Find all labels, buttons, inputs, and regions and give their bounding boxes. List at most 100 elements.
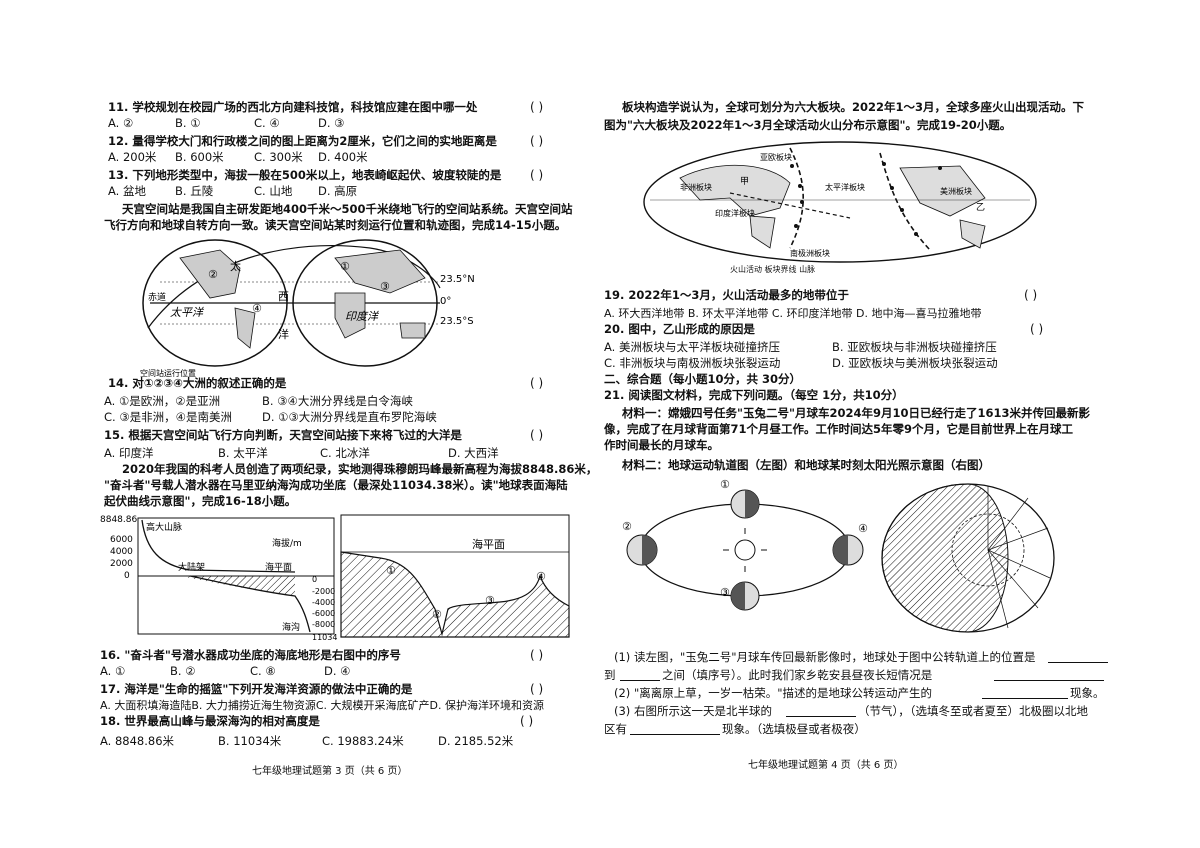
globe-marker-4: ④ (252, 302, 262, 315)
globe-caption: 空间站运行位置 (140, 368, 196, 378)
curve-tick-d6000: -6000 (312, 609, 335, 618)
right-page: 板块构造学说认为，全球可划分为六大板块。2022年1～3月，全球多座火山出现活动… (600, 0, 1200, 848)
right-page-footer: 七年级地理试题第 4 页（共 6 页） (748, 760, 904, 771)
curve-tick-d4000: -4000 (312, 598, 335, 607)
q12-option-b: B. 600米 (175, 150, 224, 164)
curve-tick-4000: 4000 (110, 547, 133, 557)
q16-option-d: D. ④ (324, 664, 351, 678)
curve-tick-d0: 0 (312, 575, 317, 584)
answer-paren-13[interactable]: ( ) (530, 168, 544, 182)
blank-3a[interactable] (786, 716, 856, 717)
plate-label-america: 美洲板块 (940, 186, 972, 196)
question-14: 14. 对①②③④大洲的叙述正确的是 (108, 376, 287, 390)
q18-option-c: C. 19883.24米 (322, 734, 404, 748)
globe-lat-0: 0° (440, 296, 451, 307)
q20-option-d: D. 亚欧板块与美洲板块张裂运动 (832, 356, 998, 370)
answer-paren-14[interactable]: ( ) (530, 376, 544, 390)
sub-question-2-end: 现象。 (1070, 686, 1105, 700)
space-station-globe-map: 太 西 洋 太平洋 印度洋 赤道 23.5°N 0° 23.5°S ② ④ ① … (140, 239, 475, 378)
q15-option-a: A. 印度洋 (104, 446, 154, 460)
q11-option-a: A. ② (108, 116, 134, 130)
globe-lat-23s: 23.5°S (440, 316, 474, 327)
blank-3b[interactable] (630, 734, 720, 735)
plate-label-indo: 印度洋板块 (715, 208, 755, 218)
q17-options: A. 大面积填海造陆B. 大力捕捞近海生物资源C. 大规模开采海底矿产D. 保护… (100, 699, 544, 712)
globe-label-tai: 太 (230, 260, 241, 273)
material-1-line2: 像，完成了在月球背面第71个月昼工作。工作时间达5年零9个月，它是目前世界上在月… (604, 422, 1074, 436)
blank-1a[interactable] (1048, 662, 1108, 663)
q11-option-c: C. ④ (254, 116, 280, 130)
answer-paren-15[interactable]: ( ) (530, 428, 544, 442)
plate-label-africa: 非洲板块 (680, 182, 712, 192)
globe-marker-2: ② (208, 268, 218, 281)
sub-question-3-line1: (3) 右图所示这一天是北半球的 (614, 704, 772, 718)
question-17: 17. 海洋是"生命的摇篮"下列开发海洋资源的做法中正确的是 (100, 682, 413, 696)
seafloor-marker-4: ④ (536, 570, 546, 583)
globe-label-yang: 洋 (278, 327, 289, 341)
answer-paren-18[interactable]: ( ) (520, 714, 534, 728)
answer-paren-16[interactable]: ( ) (530, 648, 544, 662)
curve-label-altitude: 海拔/m (272, 537, 302, 549)
q12-option-c: C. 300米 (254, 150, 303, 164)
hypsometric-curve-chart: 8848.86 6000 4000 2000 0 高大山脉 大陆架 海平面 海拔… (100, 515, 337, 642)
answer-paren-17[interactable]: ( ) (530, 682, 544, 696)
intro-19-line2: 图为"六大板块及2022年1～3月全球活动火山分布示意图"。完成19-20小题。 (604, 118, 1012, 132)
question-16: 16. "奋斗者"号潜水器成功坐底的海底地形是右图中的序号 (100, 648, 401, 662)
curve-tick-d2000: -2000 (312, 587, 335, 596)
sub-question-3-line2b: 现象。（选填极昼或者极夜） (722, 722, 866, 736)
plate-label-antarctic: 南极洲板块 (790, 248, 830, 258)
q11-option-b: B. ① (175, 116, 201, 130)
answer-paren-12[interactable]: ( ) (530, 134, 544, 148)
curve-tick-top: 8848.86 (100, 515, 137, 525)
orbit-marker-4: ④ (858, 522, 868, 535)
question-19: 19. 2022年1～3月，火山活动最多的地带位于 (604, 288, 849, 302)
curve-label-shelf: 大陆架 (178, 561, 205, 573)
globe-label-pacific: 太平洋 (170, 306, 205, 319)
sub-question-1-line2a: 到 (604, 668, 616, 682)
blank-1b[interactable] (620, 680, 660, 681)
q13-option-d: D. 高原 (318, 184, 358, 198)
blank-1c[interactable] (994, 680, 1104, 681)
q18-option-d: D. 2185.52米 (438, 734, 514, 748)
curve-tick-6000: 6000 (110, 535, 133, 545)
q15-option-d: D. 大西洋 (448, 446, 499, 460)
seafloor-marker-1: ① (386, 564, 396, 577)
intro-14-line1: 天宫空间站是我国自主研发距地400千米～500千米绕地飞行的空间站系统。天宫空间… (122, 202, 573, 216)
q18-option-a: A. 8848.86米 (100, 734, 175, 748)
question-18: 18. 世界最高山峰与最深海沟的相对高度是 (100, 714, 320, 728)
q20-option-a: A. 美洲板块与太平洋板块碰撞挤压 (604, 340, 780, 354)
q13-option-b: B. 丘陵 (175, 184, 214, 198)
curve-label-trench: 海沟 (282, 621, 300, 633)
left-page-footer: 七年级地理试题第 3 页（共 6 页） (252, 766, 408, 777)
q20-option-c: C. 非洲板块与南极洲板块张裂运动 (604, 356, 781, 370)
answer-paren-20[interactable]: ( ) (1030, 322, 1044, 336)
intro-16-line3: 起伏曲线示意图"，完成16-18小题。 (104, 494, 297, 508)
sub-question-3-line2a: 区有 (604, 722, 627, 736)
plate-label-pacific: 太平洋板块 (825, 182, 865, 192)
question-15: 15. 根据天宫空间站飞行方向判断，天宫空间站接下来将飞过的大洋是 (104, 428, 462, 442)
plate-map-legend: 火山活动 板块界线 山脉 (730, 265, 816, 274)
sub-question-1-line1: (1) 读左图，"玉兔二号"月球车传回最新影像时，地球处于图中公转轨道上的位置是 (614, 650, 1036, 664)
material-1-line1: 材料一：嫦娥四号任务"玉兔二号"月球车2024年9月10日已经行走了1613米并… (622, 406, 1090, 420)
globe-label-indian: 印度洋 (345, 310, 380, 323)
plate-label-eurasia: 亚欧板块 (760, 152, 792, 162)
q19-options: A. 环大西洋地带 B. 环太平洋地带 C. 环印度洋地带 D. 地中海—喜马拉… (604, 307, 982, 320)
q12-option-a: A. 200米 (108, 150, 157, 164)
curve-tick-2000: 2000 (110, 559, 133, 569)
seafloor-marker-2: ② (432, 608, 442, 621)
q15-option-c: C. 北冰洋 (320, 446, 370, 460)
orbit-marker-1: ① (720, 478, 730, 491)
question-20: 20. 图中，乙山形成的原因是 (604, 322, 755, 336)
orbit-marker-3: ③ (720, 586, 730, 599)
globe-marker-1: ① (340, 260, 350, 273)
curve-label-sealevel: 海平面 (265, 561, 292, 573)
question-13: 13. 下列地形类型中，海拔一般在500米以上，地表崎岖起伏、坡度较陡的是 (108, 168, 502, 182)
answer-paren-19[interactable]: ( ) (1024, 288, 1038, 302)
intro-14-line2: 飞行方向和地球自转方向一致。读天宫空间站某时刻运行位置和轨迹图，完成14-15小… (104, 218, 567, 232)
blank-2[interactable] (982, 698, 1068, 699)
sub-question-1-line2b: 之间（填序号）。此时我们家乡乾安县昼夜长短情况是 (662, 668, 933, 682)
answer-paren-11[interactable]: ( ) (530, 100, 544, 114)
question-21: 21. 阅读图文材料，完成下列问题。（每空 1分，共10分） (604, 388, 904, 402)
intro-16-line2: "奋斗者"号载人潜水器在马里亚纳海沟成功坐底（最深处11034.38米）。读"地… (104, 478, 568, 492)
question-12: 12. 量得学校大门和行政楼之间的图上距离为2厘米，它们之间的实地距离是 (108, 134, 497, 148)
